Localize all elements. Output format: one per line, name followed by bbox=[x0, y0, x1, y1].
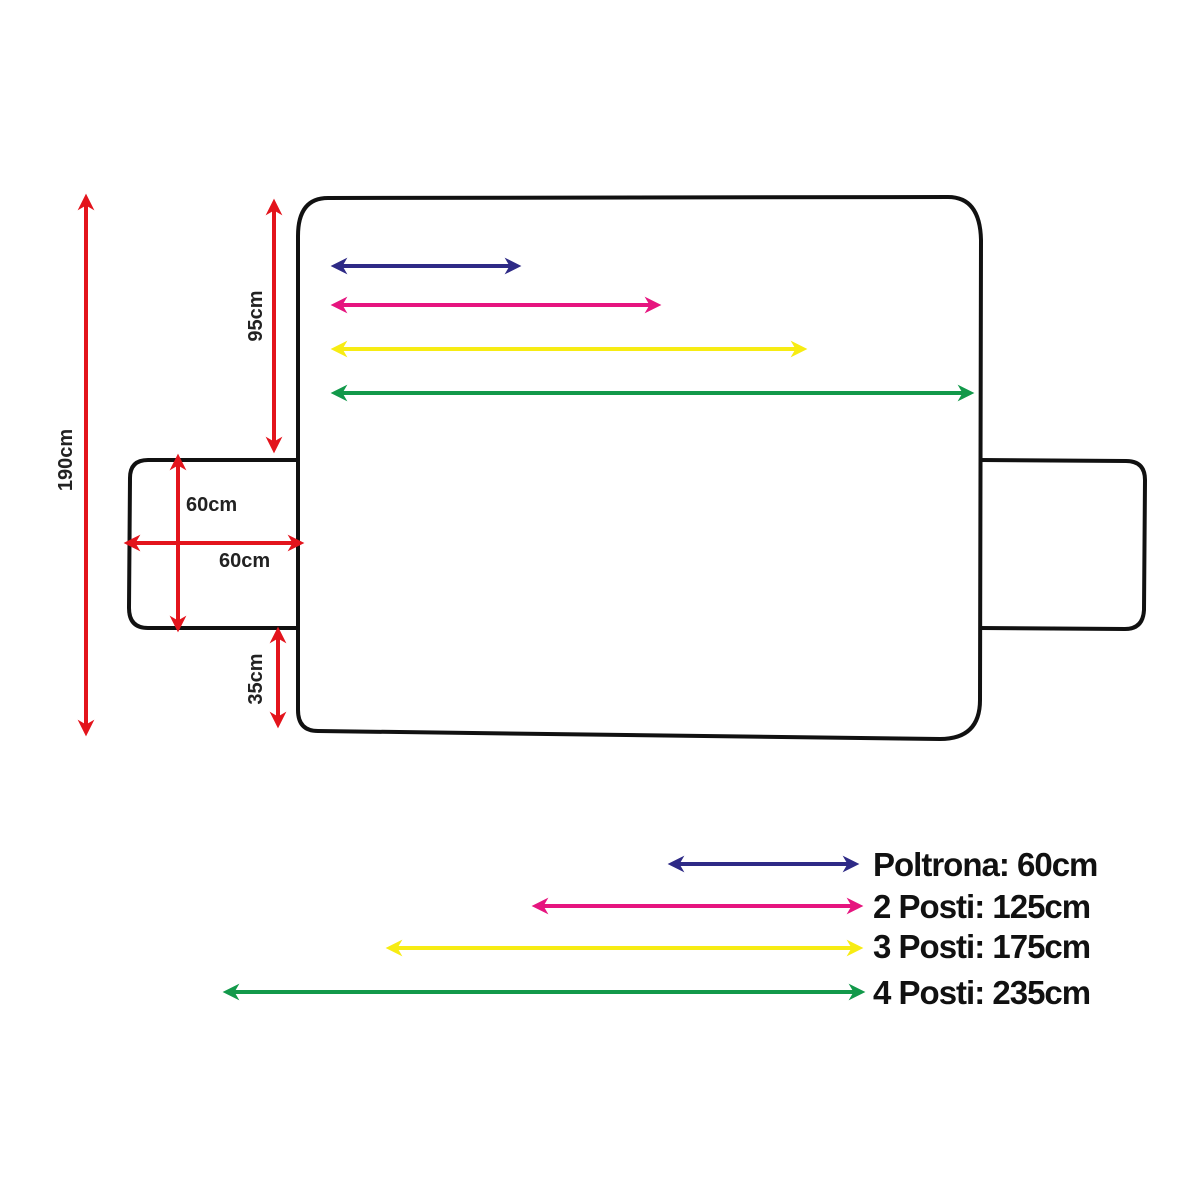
front-drop-label: 35cm bbox=[245, 653, 267, 704]
legend-label-3-posti: 3 Posti: 175cm bbox=[873, 928, 1090, 965]
legend-label-4-posti: 4 Posti: 235cm bbox=[873, 974, 1090, 1011]
right-armrest-outline bbox=[979, 458, 1147, 631]
armrest-length-label: 60cm bbox=[186, 494, 237, 516]
total-height-label: 190cm bbox=[55, 429, 77, 491]
main-panel-outline bbox=[296, 195, 983, 741]
armrest-width-label: 60cm bbox=[219, 550, 270, 572]
legend-label-poltrona: Poltrona: 60cm bbox=[873, 846, 1097, 883]
back-height-label: 95cm bbox=[245, 290, 267, 341]
legend-label-2-posti: 2 Posti: 125cm bbox=[873, 888, 1090, 925]
